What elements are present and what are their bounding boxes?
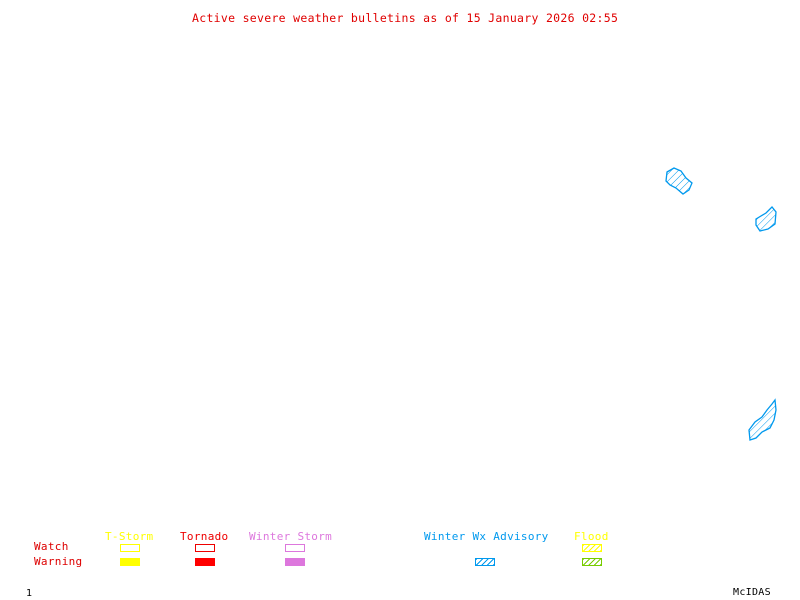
legend-tornado-watch-swatch bbox=[195, 544, 215, 552]
legend-winter-storm-warning-swatch bbox=[285, 558, 305, 566]
frame-number: 1 bbox=[26, 588, 33, 599]
advisory-area-3[interactable] bbox=[748, 398, 777, 441]
legend-winter-advisory-label: Winter Wx Advisory bbox=[424, 530, 549, 543]
legend-watch-label: Watch bbox=[34, 540, 69, 553]
legend-tstorm-label: T-Storm bbox=[105, 530, 154, 543]
brand-label: McIDAS bbox=[733, 587, 771, 598]
legend-winter-storm-watch-swatch bbox=[285, 544, 305, 552]
advisory-area-2[interactable] bbox=[755, 206, 777, 232]
legend-flood-warning-swatch bbox=[582, 558, 602, 566]
legend-tstorm-watch-swatch bbox=[120, 544, 140, 552]
legend-warning-label: Warning bbox=[34, 555, 83, 568]
legend-winter-advisory-swatch bbox=[475, 558, 495, 566]
page-title: Active severe weather bulletins as of 15… bbox=[192, 11, 619, 25]
legend-tstorm-warning-swatch bbox=[120, 558, 140, 566]
legend-winter-storm-label: Winter Storm bbox=[249, 530, 333, 543]
advisory-area-1[interactable] bbox=[665, 167, 693, 195]
legend-flood-label: Flood bbox=[574, 530, 609, 543]
legend-tornado-warning-swatch bbox=[195, 558, 215, 566]
legend-tornado-label: Tornado bbox=[180, 530, 229, 543]
legend-flood-watch-swatch bbox=[582, 544, 602, 552]
